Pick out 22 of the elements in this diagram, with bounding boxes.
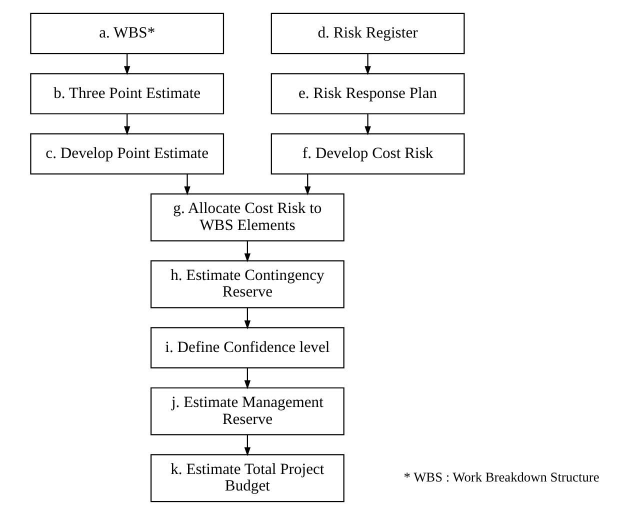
node-box: a. WBS* (30, 12, 224, 54)
arrow (123, 53, 130, 75)
arrow (244, 367, 250, 389)
node-box: e. Risk Response Plan (270, 72, 464, 114)
node-box: h. Estimate Contingency Reserve (150, 260, 344, 308)
node-box: d. Risk Register (270, 12, 464, 54)
label: * WBS : Work Breakdown Structure (403, 469, 599, 484)
arrow (304, 173, 310, 195)
node-box: b. Three Point Estimate (30, 72, 224, 114)
node-box: j. Estimate Management Reserve (150, 386, 344, 435)
node-box: g. Allocate Cost Risk to WBS Elements (150, 192, 344, 241)
node-box: f. Develop Cost Risk (270, 132, 464, 174)
arrow (184, 173, 190, 195)
arrow (244, 307, 250, 329)
arrow (123, 114, 130, 135)
arrow (364, 114, 370, 135)
arrow (364, 53, 370, 75)
node-box: c. Develop Point Estimate (30, 132, 224, 174)
node-box: k. Estimate Total Project Budget (150, 454, 344, 502)
arrow (244, 240, 250, 262)
arrow (244, 434, 250, 456)
node-box: i. Define Confidence level (150, 326, 344, 368)
